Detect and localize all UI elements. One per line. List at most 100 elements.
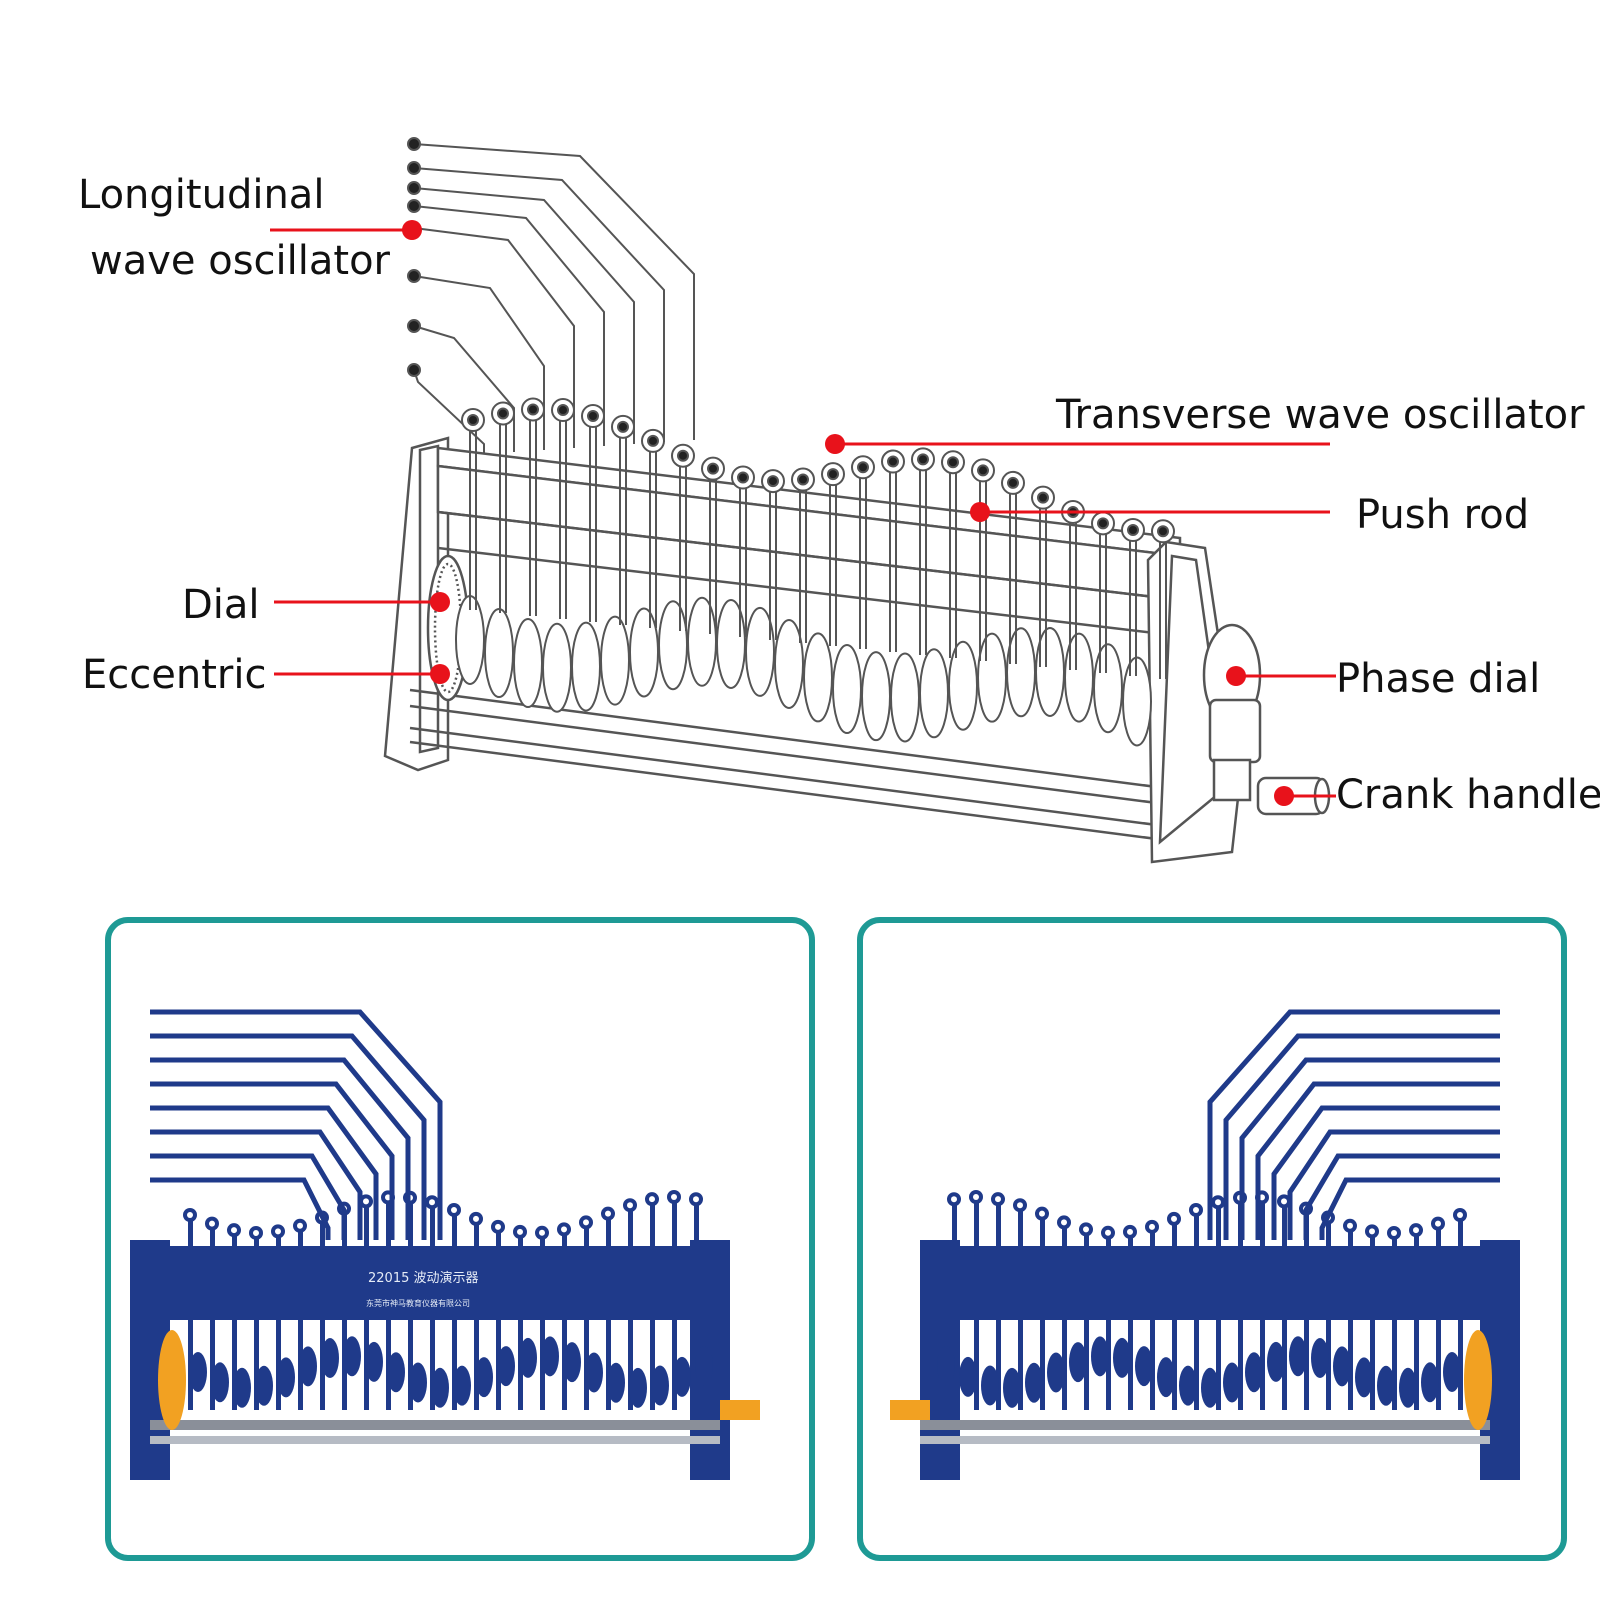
device-eccentric: [321, 1338, 339, 1379]
longitudinal-rod: [413, 143, 695, 440]
device-eyelet-hole: [1149, 1223, 1155, 1230]
oscillator-bead: [917, 453, 929, 466]
device-longitudinal-rod: [1239, 1057, 1500, 1240]
device-eccentric: [981, 1365, 999, 1406]
eccentric-disc: [948, 640, 978, 731]
device-eccentric: [365, 1341, 383, 1382]
label-longitudinal-line2: wave oscillator: [90, 238, 391, 284]
eccentric-disc: [1006, 627, 1036, 718]
device-rail: [920, 1436, 1490, 1444]
device-push-rod: [1062, 1222, 1067, 1410]
longitudinal-rod-tip: [407, 181, 421, 195]
oscillator-bead: [1007, 476, 1019, 489]
oscillator-bead: [647, 434, 659, 447]
device-eccentric: [1025, 1362, 1043, 1403]
device-push-rod: [584, 1222, 589, 1410]
eccentric-shaft: [455, 595, 1152, 747]
device-push-rod: [1040, 1213, 1045, 1410]
device-eyelet-hole: [253, 1229, 259, 1236]
oscillator-bead: [1097, 517, 1109, 530]
label-push-rod: Push rod: [1356, 492, 1529, 538]
label-crank-handle: Crank handle: [1336, 772, 1600, 818]
device-longitudinal-rod: [150, 1129, 363, 1240]
device-push-rod: [672, 1197, 677, 1410]
device-push-rod: [974, 1197, 979, 1410]
oscillator-bead: [617, 420, 629, 433]
device-eyelet-hole: [995, 1196, 1001, 1203]
device-eyelet-hole: [693, 1196, 699, 1203]
device-eyelet-hole: [561, 1226, 567, 1233]
device-push-rod: [188, 1215, 193, 1410]
device-photo-right: [890, 1009, 1520, 1480]
device-eccentric: [189, 1352, 207, 1392]
device-eccentric: [629, 1367, 647, 1408]
device-eccentric: [233, 1367, 251, 1408]
longitudinal-rod: [413, 205, 605, 446]
device-push-rod: [430, 1202, 435, 1410]
device-eccentric: [1289, 1336, 1307, 1377]
longitudinal-rod: [413, 167, 665, 442]
device-push-rod: [540, 1232, 545, 1410]
device-frame: [383, 436, 1331, 864]
device-eccentric: [475, 1357, 493, 1398]
device-eyelet-hole: [363, 1198, 369, 1205]
device-push-rod: [1392, 1232, 1397, 1410]
eccentric-disc: [513, 618, 543, 709]
device-model-text: 22015 波动演示器: [368, 1270, 479, 1286]
wave-demonstrator-line-drawing: Longitudinal wave oscillator Transverse …: [78, 137, 1600, 864]
device-push-rod: [276, 1231, 281, 1410]
device-eccentric: [211, 1362, 229, 1403]
device-eyelet-hole: [1039, 1210, 1045, 1217]
device-longitudinal-rod: [150, 1009, 443, 1240]
device-eccentric: [1179, 1365, 1197, 1406]
device-push-rod: [1260, 1197, 1265, 1410]
device-eccentric: [695, 1345, 713, 1386]
device-eyelet-hole: [1083, 1226, 1089, 1233]
device-eccentric: [387, 1352, 405, 1393]
device-rail: [150, 1436, 720, 1444]
device-eyelet-hole: [1105, 1229, 1111, 1236]
device-eyelet-hole: [1369, 1228, 1375, 1235]
longitudinal-rod-tip: [407, 161, 421, 175]
label-dial: Dial: [182, 582, 260, 628]
device-push-rod: [1458, 1215, 1463, 1410]
device-push-rod: [210, 1223, 215, 1410]
oscillator-bead: [977, 464, 989, 477]
device-eccentric: [1069, 1342, 1087, 1383]
device-eyelet-hole: [231, 1227, 237, 1234]
device-push-rod: [1304, 1208, 1309, 1410]
device-longitudinal-rod: [1223, 1033, 1500, 1240]
device-eccentric: [585, 1352, 603, 1393]
device-eccentric: [1377, 1365, 1395, 1406]
device-push-rod: [342, 1208, 347, 1410]
device-eccentric: [497, 1346, 515, 1387]
device-longitudinal-rod: [150, 1153, 347, 1240]
device-eyelet-hole: [1413, 1227, 1419, 1234]
device-push-rod: [1370, 1231, 1375, 1410]
device-eyelet-hole: [583, 1219, 589, 1226]
oscillator-bead: [797, 473, 809, 486]
device-push-rod: [1106, 1232, 1111, 1410]
device-eccentric: [277, 1357, 295, 1398]
device-dial: [1464, 1330, 1492, 1430]
device-eccentric: [673, 1356, 691, 1397]
device-crank: [720, 1400, 760, 1420]
device-eccentric: [607, 1362, 625, 1403]
device-longitudinal-rod: [1303, 1153, 1500, 1240]
device-push-rod: [694, 1199, 699, 1410]
eccentric-disc: [716, 598, 746, 689]
eccentric-disc: [542, 622, 572, 713]
label-phase-dial: Phase dial: [1336, 656, 1540, 702]
device-eyelet-hole: [1127, 1228, 1133, 1235]
device-eccentric: [409, 1362, 427, 1403]
eccentric-disc: [1093, 643, 1123, 734]
eccentric-disc: [890, 652, 920, 743]
longitudinal-rod-tip: [407, 199, 421, 213]
device-eccentric: [1091, 1336, 1109, 1377]
device-eyelet-hole: [973, 1194, 979, 1201]
oscillator-bead: [677, 449, 689, 462]
device-eccentric: [519, 1337, 537, 1378]
device-eccentric: [1201, 1367, 1219, 1408]
